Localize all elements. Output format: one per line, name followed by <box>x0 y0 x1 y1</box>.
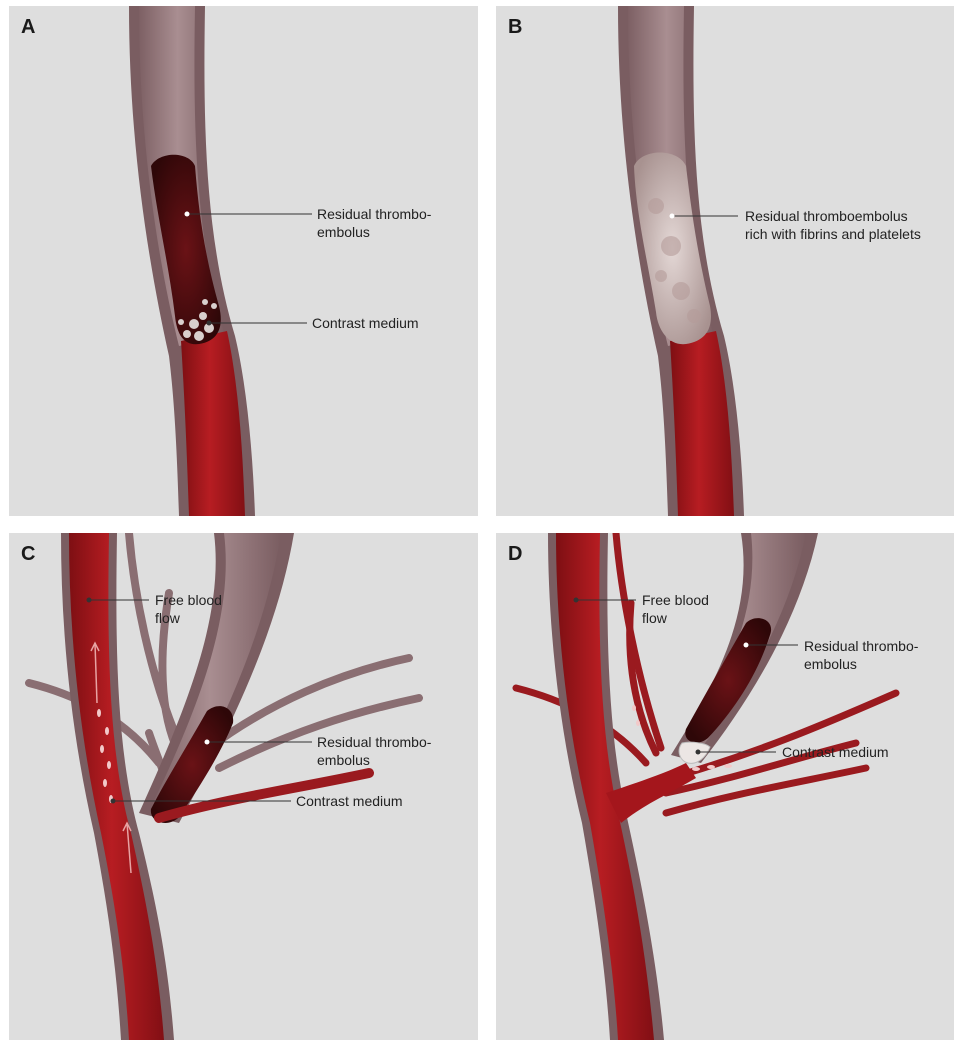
label-line: flow <box>642 609 709 627</box>
label-line: Residual thrombo- <box>804 637 918 655</box>
leader-dot <box>111 799 116 804</box>
label-line: Contrast medium <box>782 743 889 761</box>
thrombus-label: Residual thrombo- embolus <box>804 637 918 673</box>
thrombus-label: Residual thrombo- embolus <box>317 733 431 769</box>
panel-c: C Free blood flow Residual thrombo- embo… <box>9 533 478 1040</box>
contrast-label: Contrast medium <box>296 792 403 810</box>
leader-dot <box>744 643 749 648</box>
panel-b-illustration <box>496 6 954 516</box>
label-line: Residual thromboembolus <box>745 207 921 225</box>
label-line: Free blood <box>155 591 222 609</box>
panel-letter: A <box>21 16 35 39</box>
label-line: Contrast medium <box>296 792 403 810</box>
panel-d: D Free blood flow Residual thrombo- embo… <box>496 533 954 1040</box>
panel-a: A Residual thrombo- embolus Contrast med… <box>9 6 478 516</box>
panel-a-illustration <box>9 6 478 516</box>
contrast-label: Contrast medium <box>312 314 419 332</box>
panel-letter: D <box>508 543 522 566</box>
contrast-medium <box>679 742 710 763</box>
leader-dot <box>207 321 212 326</box>
panel-b: B Residual thromboembolus rich with fibr… <box>496 6 954 516</box>
panel-d-illustration <box>496 533 954 1040</box>
leader-dot <box>574 598 579 603</box>
label-line: rich with fibrins and platelets <box>745 225 921 243</box>
label-line: embolus <box>317 751 431 769</box>
thrombus-label: Residual thrombo- embolus <box>317 205 431 241</box>
label-line: Free blood <box>642 591 709 609</box>
leader-dot <box>87 598 92 603</box>
blood-junction <box>606 763 696 823</box>
label-line: Residual thrombo- <box>317 733 431 751</box>
panel-c-illustration <box>9 533 478 1040</box>
label-line: Residual thrombo- <box>317 205 431 223</box>
leader-dot <box>185 212 190 217</box>
contrast-label: Contrast medium <box>782 743 889 761</box>
leader-dot <box>696 750 701 755</box>
label-line: Contrast medium <box>312 314 419 332</box>
free-flow-label: Free blood flow <box>155 591 222 627</box>
leader-dot <box>670 214 675 219</box>
thrombus-label: Residual thromboembolus rich with fibrin… <box>745 207 921 243</box>
label-line: embolus <box>317 223 431 241</box>
label-line: flow <box>155 609 222 627</box>
label-line: embolus <box>804 655 918 673</box>
free-flow-label: Free blood flow <box>642 591 709 627</box>
panel-letter: C <box>21 543 35 566</box>
panel-letter: B <box>508 16 522 39</box>
leader-dot <box>205 740 210 745</box>
